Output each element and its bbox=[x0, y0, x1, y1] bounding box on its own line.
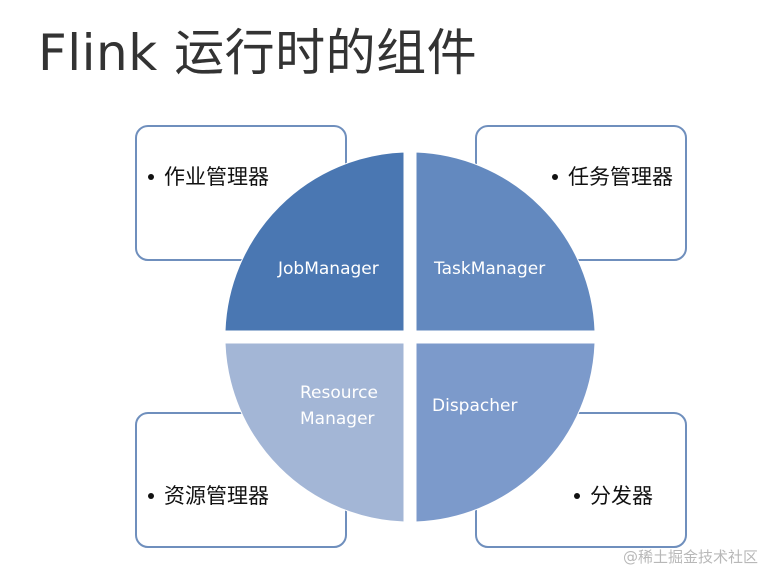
bullet-job-manager bbox=[148, 174, 154, 180]
bullet-dispatcher bbox=[574, 493, 580, 499]
watermark: @稀土掘金技术社区 bbox=[622, 548, 758, 566]
job-manager-label: JobManager bbox=[277, 259, 379, 279]
task-manager-description: 任务管理器 bbox=[568, 165, 673, 189]
resource-manager-label-line1: Resource bbox=[300, 383, 378, 403]
quadrant-task-manager bbox=[415, 151, 596, 332]
dispatcher-label: Dispacher bbox=[432, 396, 517, 416]
quadrant-dispatcher bbox=[415, 342, 596, 523]
slide-title: Flink 运行时的组件 bbox=[38, 24, 478, 82]
bullet-resource-manager bbox=[148, 493, 154, 499]
task-manager-label: TaskManager bbox=[433, 259, 545, 279]
job-manager-description: 作业管理器 bbox=[164, 165, 269, 189]
dispatcher-description: 分发器 bbox=[590, 484, 653, 508]
quadrant-job-manager bbox=[224, 151, 405, 332]
quadrant-resource-manager bbox=[224, 342, 405, 523]
resource-manager-label-line2: Manager bbox=[300, 409, 375, 429]
resource-manager-description: 资源管理器 bbox=[164, 484, 269, 508]
bullet-task-manager bbox=[552, 174, 558, 180]
